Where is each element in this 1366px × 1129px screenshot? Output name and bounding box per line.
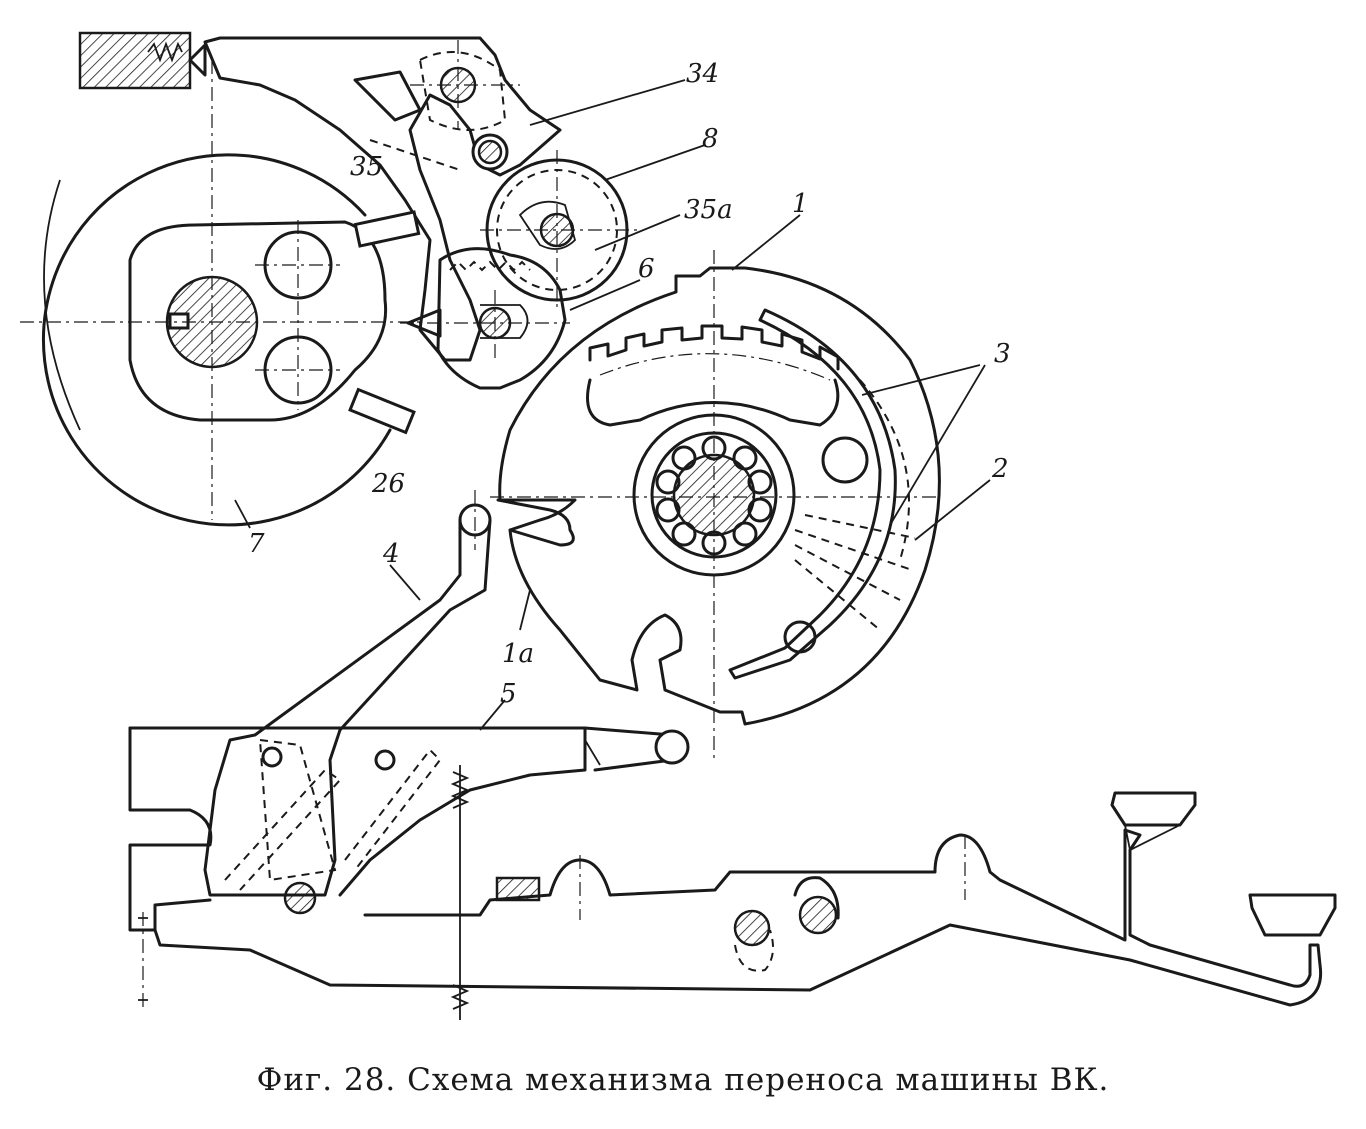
- disk-7: [20, 60, 421, 527]
- label-34: 34: [686, 59, 719, 89]
- bottom-bar: [153, 791, 1337, 1007]
- figure-caption: Фиг. 28. Схема механизма переноса машины…: [256, 1062, 1110, 1098]
- lever-5: [128, 726, 690, 932]
- label-7: 7: [248, 529, 265, 559]
- label-35: 35: [350, 152, 383, 182]
- wheel-1: [490, 250, 941, 760]
- gear-8: [480, 150, 640, 310]
- label-1a: 1a: [502, 639, 534, 669]
- label-8: 8: [702, 124, 719, 154]
- label-35a: 35a: [684, 195, 733, 225]
- label-26: 26: [371, 469, 405, 499]
- label-1: 1: [792, 189, 809, 219]
- counterweight: [78, 31, 207, 90]
- label-3: 3: [994, 339, 1011, 369]
- spring-left: [138, 912, 148, 1010]
- spring-middle: [450, 765, 470, 1020]
- lever-4: [203, 490, 492, 897]
- pawls-2: [794, 514, 916, 631]
- label-5: 5: [500, 679, 517, 709]
- leader-lines: [234, 79, 991, 731]
- gear-6: [400, 247, 570, 390]
- label-4: 4: [382, 539, 400, 569]
- lever-35: [203, 36, 562, 362]
- label-6: 6: [638, 254, 655, 284]
- label-2: 2: [991, 454, 1009, 484]
- mechanism-diagram: 34 8 35 35a 1 6 3 2 26 4 1a 5 7: [20, 31, 1337, 1020]
